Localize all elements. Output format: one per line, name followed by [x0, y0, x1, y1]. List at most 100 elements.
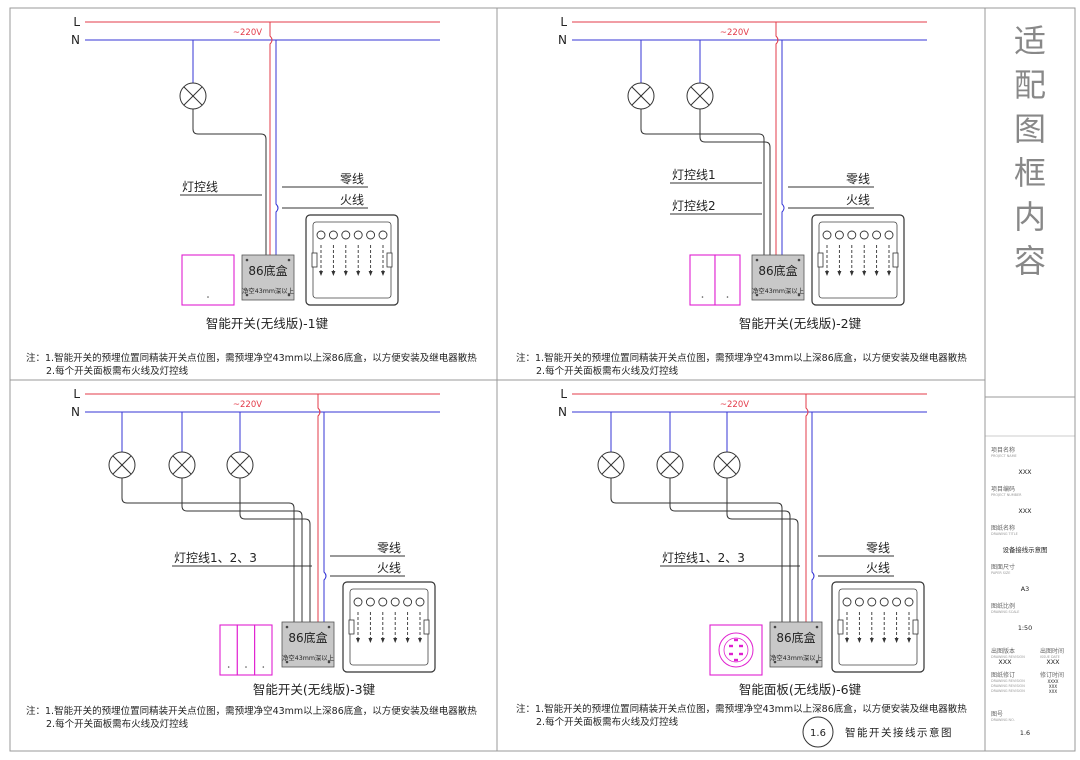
control-wire — [610, 478, 783, 622]
control-wire-label: 灯控线1 — [672, 168, 716, 182]
neutral-bus-label: N — [558, 33, 567, 47]
live-label: 火线 — [846, 193, 870, 207]
live-bus-label: L — [560, 15, 567, 29]
stamp-char: 内 — [1014, 198, 1046, 236]
box-screw-icon — [797, 258, 801, 262]
box-screw-icon — [773, 625, 777, 629]
module-outer — [305, 214, 399, 306]
junction-box-subtitle: 净空43mm深以上 — [770, 653, 822, 662]
terminal-arrow — [845, 638, 849, 643]
terminal-screw-icon — [854, 597, 864, 607]
terminal-arrow — [882, 638, 887, 643]
face-plate-dial — [723, 637, 749, 663]
revise-sub: DRAWING REVISION — [991, 689, 1025, 693]
note-line-1: 注：1.智能开关的预埋位置同精装开关点位图，需预埋净空43mm以上深86底盒，以… — [516, 704, 967, 715]
terminal-screw-icon — [353, 597, 363, 607]
lamp-cross — [183, 86, 203, 106]
switch-face-plate-icon — [219, 624, 273, 676]
terminal-arrow — [825, 271, 829, 276]
terminal-arrow — [887, 271, 891, 276]
box-screw-icon — [815, 625, 819, 629]
lamp-icon — [168, 451, 196, 479]
note-panel-1: 注：1.智能开关的预埋位置同精装开关点位图，需预埋净空43mm以上深86底盒，以… — [26, 352, 477, 378]
terminal-arrow — [356, 271, 361, 276]
panel-4: LN~220V零线火线灯控线1、2、386底盒净空43mm深以上智能面板(无线版… — [558, 387, 927, 697]
terminal-arrow — [405, 638, 410, 643]
terminal-arrow — [368, 271, 373, 276]
title-field-value: 1:50 — [1018, 624, 1032, 632]
lamp-icon — [627, 82, 655, 110]
note-panel-2: 注：1.智能开关的预埋位置同精装开关点位图，需预埋净空43mm以上深86底盒，以… — [516, 352, 967, 378]
title-field-sub: PROJECT NUMBER — [991, 493, 1022, 497]
revise-sub: DRAWING REVISION — [991, 679, 1025, 683]
note-line-2: 2.每个开关面板需布火线及灯控线 — [536, 717, 679, 728]
junction-box-title: 86底盒 — [248, 263, 287, 278]
terminal-screw-icon — [403, 597, 413, 607]
box-screw-icon — [755, 293, 759, 297]
terminal-arrow — [343, 271, 348, 276]
face-plate-key — [729, 644, 733, 648]
switch-module-icon — [305, 214, 399, 306]
neutral-label: 零线 — [340, 172, 364, 186]
junction-box-body — [241, 254, 295, 301]
junction-box-subtitle: 净空43mm深以上 — [282, 653, 334, 662]
face-plate-key — [729, 652, 733, 656]
switch-face-plate-icon — [181, 254, 235, 306]
terminal-screw-icon — [842, 597, 852, 607]
sheet-number-badge — [802, 716, 834, 748]
title-field-value: A3 — [1021, 585, 1029, 593]
live-label: 火线 — [866, 561, 890, 575]
live-bus-label: L — [73, 15, 80, 29]
switch-module-icon — [342, 581, 436, 673]
module-clip — [423, 619, 430, 635]
terminal-screw-icon — [892, 597, 902, 607]
neutral-bus-label: N — [558, 405, 567, 419]
lamp-cross — [230, 455, 250, 475]
note-line-1: 注：1.智能开关的预埋位置同精装开关点位图，需预埋净空43mm以上深86底盒，以… — [516, 353, 967, 364]
title-field-sub: DRAWING TITLE — [991, 532, 1018, 536]
lamp-icon — [597, 451, 625, 479]
title-field-sub: PROJECT NAME — [991, 454, 1017, 458]
switch-module-icon — [831, 581, 925, 673]
control-wire — [726, 478, 799, 622]
face-plate-indicator — [726, 296, 729, 298]
box-screw-icon — [245, 258, 249, 262]
panel-2: LN~220V零线火线灯控线1灯控线286底盒净空43mm深以上智能开关(无线版… — [558, 15, 927, 331]
face-plate-key — [734, 658, 738, 662]
module-clip — [817, 252, 824, 268]
revise-time-label: 修订时间 — [1040, 671, 1064, 679]
module-outer — [342, 581, 436, 673]
control-wire — [699, 109, 771, 255]
neutral-bus-label: N — [71, 33, 80, 47]
box-screw-icon — [797, 293, 801, 297]
control-wire — [121, 478, 295, 622]
version-value: XXX — [998, 658, 1012, 666]
panel-title: 智能开关(无线版)-2键 — [739, 316, 862, 331]
terminal-screw-icon — [353, 230, 363, 240]
live-drop-wire — [775, 22, 779, 255]
terminal-screw-icon — [847, 230, 857, 240]
box-screw-icon — [327, 660, 331, 664]
control-wire-label: 灯控线 — [182, 180, 218, 194]
face-plate-indicator — [227, 666, 230, 668]
revise-time-value: XXXX — [1048, 679, 1059, 684]
sheet-number: 1.6 — [810, 728, 826, 739]
face-plate-key — [734, 638, 738, 642]
title-field-label: 图面尺寸 — [991, 563, 1015, 571]
control-wire-label: 灯控线1、2、3 — [174, 551, 257, 565]
terminal-arrow — [331, 271, 336, 276]
date-value: XXX — [1046, 658, 1060, 666]
junction-box-title: 86底盒 — [288, 630, 327, 645]
voltage-label: ~220V — [720, 400, 749, 410]
box-screw-icon — [245, 293, 249, 297]
stamp-char: 配 — [1014, 66, 1046, 104]
terminal-screw-icon — [316, 230, 326, 240]
terminal-arrow — [418, 638, 422, 643]
switch-face-plate-icon — [709, 624, 763, 676]
terminal-arrow — [356, 638, 360, 643]
junction-box-body — [751, 254, 805, 301]
revise-sub: DRAWING REVISION — [991, 684, 1025, 688]
